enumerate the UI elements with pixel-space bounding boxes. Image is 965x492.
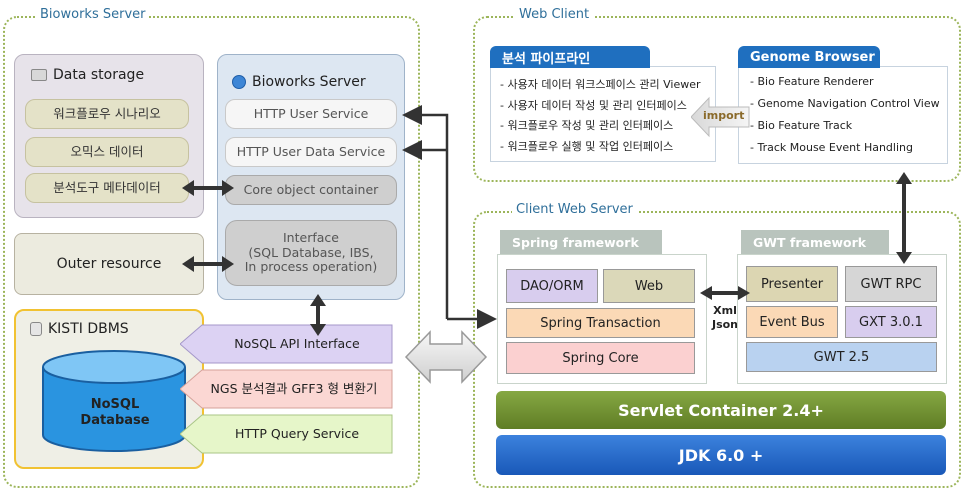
bioworks-server-title: Bioworks Server <box>232 74 366 90</box>
spring-framework-header: Spring framework <box>500 230 662 254</box>
kisti-dbms-title-text: KISTI DBMS <box>48 321 129 337</box>
interface-box: Interface (SQL Database, IBS, In process… <box>225 220 397 286</box>
data-storage-title: Data storage <box>31 67 144 83</box>
ngs-gff3-converter: NGS 분석결과 GFF3 형 변환기 <box>210 380 378 396</box>
gwt-framework-header: GWT framework <box>741 230 889 254</box>
gwt-rpc-block: GWT RPC <box>845 266 937 302</box>
genome-browser-item: - Bio Feature Renderer <box>750 75 874 88</box>
bioworks-kisti-arrow <box>310 294 326 336</box>
bioworks-server-group <box>3 16 420 488</box>
nosql-api-interface: NoSQL API Interface <box>234 335 360 351</box>
genome-browser-title: Genome Browser <box>750 49 875 65</box>
nosql-database-label: NoSQL Database <box>80 397 150 429</box>
genome-browser-item: - Genome Navigation Control View <box>750 97 940 110</box>
genome-browser-item: - Bio Feature Track <box>750 119 853 132</box>
genome-browser-list: - Bio Feature Renderer - Genome Navigati… <box>750 71 940 159</box>
jdk-bar: JDK 6.0 + <box>496 435 946 475</box>
web-client-group-label: Web Client <box>515 7 594 22</box>
big-double-arrow <box>404 330 488 384</box>
nosql-api-shape <box>180 324 393 364</box>
storage-core-arrow <box>182 180 234 196</box>
http-query-shape <box>180 414 393 454</box>
web-client-group <box>473 16 961 182</box>
spring-transaction-block: Spring Transaction <box>506 308 695 338</box>
gxt-block: GXT 3.0.1 <box>845 306 937 338</box>
outer-interface-arrow <box>182 256 234 272</box>
pipeline-header: 분석 파이프라인 <box>490 46 650 68</box>
http-user-data-service: HTTP User Data Service <box>225 137 397 167</box>
pipeline-item: - 워크플로우 작성 및 관리 인터페이스 <box>500 119 674 132</box>
pipeline-list: - 사용자 데이터 워크스페이스 관리 Viewer - 사용자 데이터 작성 … <box>500 75 701 157</box>
server-icon <box>232 75 246 89</box>
core-object-container: Core object container <box>225 175 397 205</box>
web-block: Web <box>603 269 695 303</box>
http-user-service: HTTP User Service <box>225 99 397 129</box>
import-label: import <box>703 109 745 122</box>
servlet-container-bar: Servlet Container 2.4+ <box>496 391 946 429</box>
pipeline-item: - 워크플로우 실행 및 작업 인터페이스 <box>500 139 674 153</box>
outer-resource-panel: Outer resource <box>14 233 204 295</box>
storage-item-tool-metadata: 분석도구 메타데이터 <box>25 173 189 203</box>
kisti-dbms-title: KISTI DBMS <box>30 321 129 337</box>
web-presenter-arrow <box>700 286 750 300</box>
http-query-service: HTTP Query Service <box>234 425 360 441</box>
database-icon <box>30 322 42 336</box>
outer-resource-label: Outer resource <box>56 256 162 272</box>
bioworks-server-title-text: Bioworks Server <box>252 74 366 90</box>
import-arrow <box>691 96 750 138</box>
pipeline-item: - 사용자 데이터 워크스페이스 관리 Viewer <box>500 78 701 91</box>
storage-icon <box>31 69 47 81</box>
genome-browser-header: Genome Browser <box>738 46 880 68</box>
genome-rpc-arrow <box>896 172 912 264</box>
gwt-framework-title: GWT framework <box>753 234 867 250</box>
event-bus-block: Event Bus <box>746 306 838 338</box>
pipeline-title: 분석 파이프라인 <box>502 51 591 67</box>
storage-item-workflow-scenario: 워크플로우 시나리오 <box>25 99 189 129</box>
http-to-spring-lines <box>402 105 497 329</box>
spring-framework-title: Spring framework <box>512 234 639 250</box>
ngs-shape <box>180 369 393 409</box>
pipeline-item: - 사용자 데이터 작성 및 관리 인터페이스 <box>500 98 687 112</box>
bioworks-server-group-label: Bioworks Server <box>36 7 150 22</box>
pipeline-panel <box>490 66 716 162</box>
genome-browser-item: - Track Mouse Event Handling <box>750 141 913 154</box>
gwt-block: GWT 2.5 <box>746 342 937 372</box>
spring-core-block: Spring Core <box>506 342 695 374</box>
nosql-database-cylinder <box>42 350 186 452</box>
storage-item-omics-data: 오믹스 데이터 <box>25 137 189 167</box>
dao-orm-block: DAO/ORM <box>506 269 598 303</box>
client-web-server-group-label: Client Web Server <box>512 202 637 217</box>
presenter-block: Presenter <box>746 266 838 302</box>
xml-json-label: Xml Json <box>711 304 739 332</box>
data-storage-title-text: Data storage <box>53 67 145 83</box>
